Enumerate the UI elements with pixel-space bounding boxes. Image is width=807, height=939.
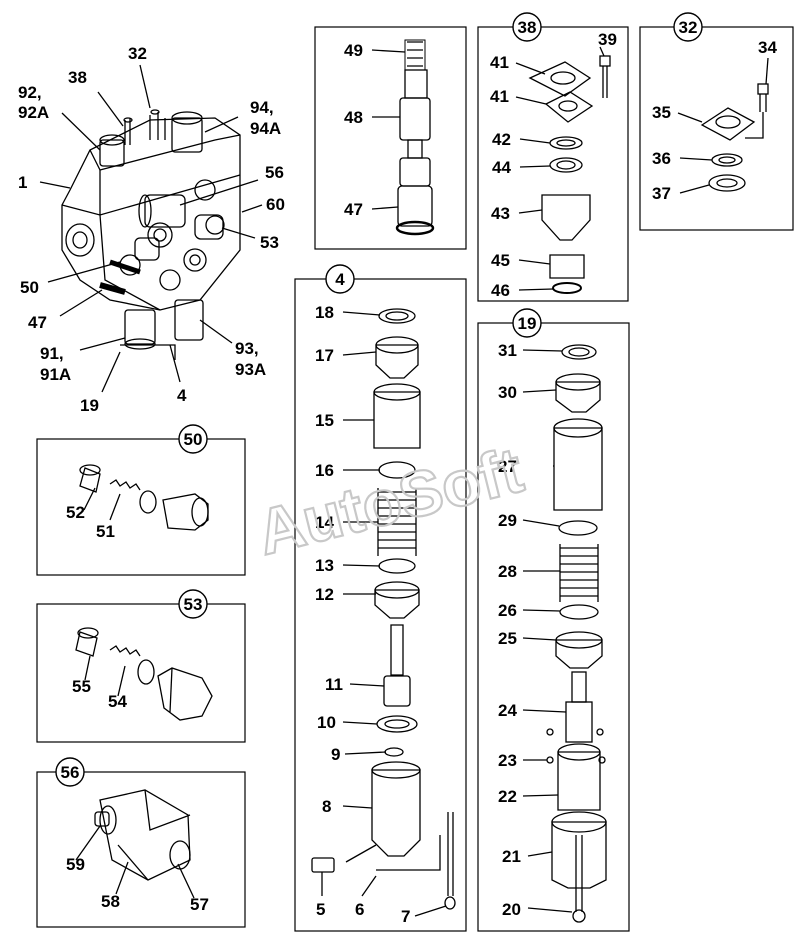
callout-55: 55 [72,677,91,696]
callout: 56 [265,163,284,182]
part-47-spool [395,39,435,236]
callout-28: 28 [498,562,517,581]
callout-31: 31 [498,341,517,360]
callout: 94, [250,98,274,117]
callout: 50 [20,278,39,297]
callout-23: 23 [498,751,517,770]
part-19-spool-stack [546,344,607,923]
badge-38: 38 [518,18,537,37]
part-38-assembly [528,55,611,294]
callout-5: 5 [316,900,325,919]
badge-50: 50 [184,430,203,449]
part-56-solenoid [94,789,191,881]
callout: 92A [18,103,49,122]
callout: 93A [235,360,266,379]
callout-30: 30 [498,383,517,402]
callout-21: 21 [502,847,521,866]
part-32-assembly [700,83,769,192]
callout-44: 44 [492,158,511,177]
callout: 94A [250,119,281,138]
callout-43: 43 [491,204,510,223]
callout-22: 22 [498,787,517,806]
callout-41: 41 [490,53,509,72]
callout-16: 16 [315,461,334,480]
callout: 4 [177,386,187,405]
callout-24: 24 [498,701,517,720]
callout-15: 15 [315,411,334,430]
callout-27: 27 [498,457,517,476]
callout: 60 [266,195,285,214]
callout: 47 [28,313,47,332]
callout: 91A [40,365,71,384]
callout-37: 37 [652,184,671,203]
callout-7: 7 [401,907,410,926]
callout-59: 59 [66,855,85,874]
callout-45: 45 [491,251,510,270]
badge-32: 32 [679,18,698,37]
callout-9: 9 [331,745,340,764]
badge-56: 56 [61,763,80,782]
callout: 91, [40,344,64,363]
callout-46: 46 [491,281,510,300]
callout-8: 8 [322,797,331,816]
callout-25: 25 [498,629,517,648]
callout-51: 51 [96,522,115,541]
callout-17: 17 [315,346,334,365]
callout-20: 20 [502,900,521,919]
callout-41b: 41 [490,87,509,106]
callout-57: 57 [190,895,209,914]
callout: 53 [260,233,279,252]
callout: 38 [68,68,87,87]
callout: 32 [128,44,147,63]
callout-29: 29 [498,511,517,530]
main-callouts: 92, 92A 38 32 94, 94A 1 56 60 53 50 47 9… [18,44,285,415]
callout-12: 12 [315,585,334,604]
callout: 93, [235,339,259,358]
part-50-assembly [79,464,209,531]
callout-42: 42 [492,130,511,149]
callout-11: 11 [325,675,343,694]
callout-52: 52 [66,503,85,522]
callout-58: 58 [101,892,120,911]
badge-19: 19 [518,314,537,333]
callout: 1 [18,173,27,192]
callout-39: 39 [598,30,617,49]
part-4-spool-stack [311,308,456,910]
callout-54: 54 [108,692,127,711]
callout-34: 34 [758,38,777,57]
badge-4: 4 [335,270,345,289]
callout-48: 48 [344,108,363,127]
callout-10: 10 [317,713,336,732]
callout-18: 18 [315,303,334,322]
callout-36: 36 [652,149,671,168]
callout-35: 35 [652,103,671,122]
callout: 92, [18,83,42,102]
badge-53: 53 [184,595,203,614]
callout-47: 47 [344,200,363,219]
callout-13: 13 [315,556,334,575]
callout-14: 14 [315,513,334,532]
callout: 19 [80,396,99,415]
callout-6: 6 [355,900,364,919]
callout-49: 49 [344,41,363,60]
callout-26: 26 [498,601,517,620]
valve-assembly [61,109,241,360]
part-53-assembly [75,627,213,721]
